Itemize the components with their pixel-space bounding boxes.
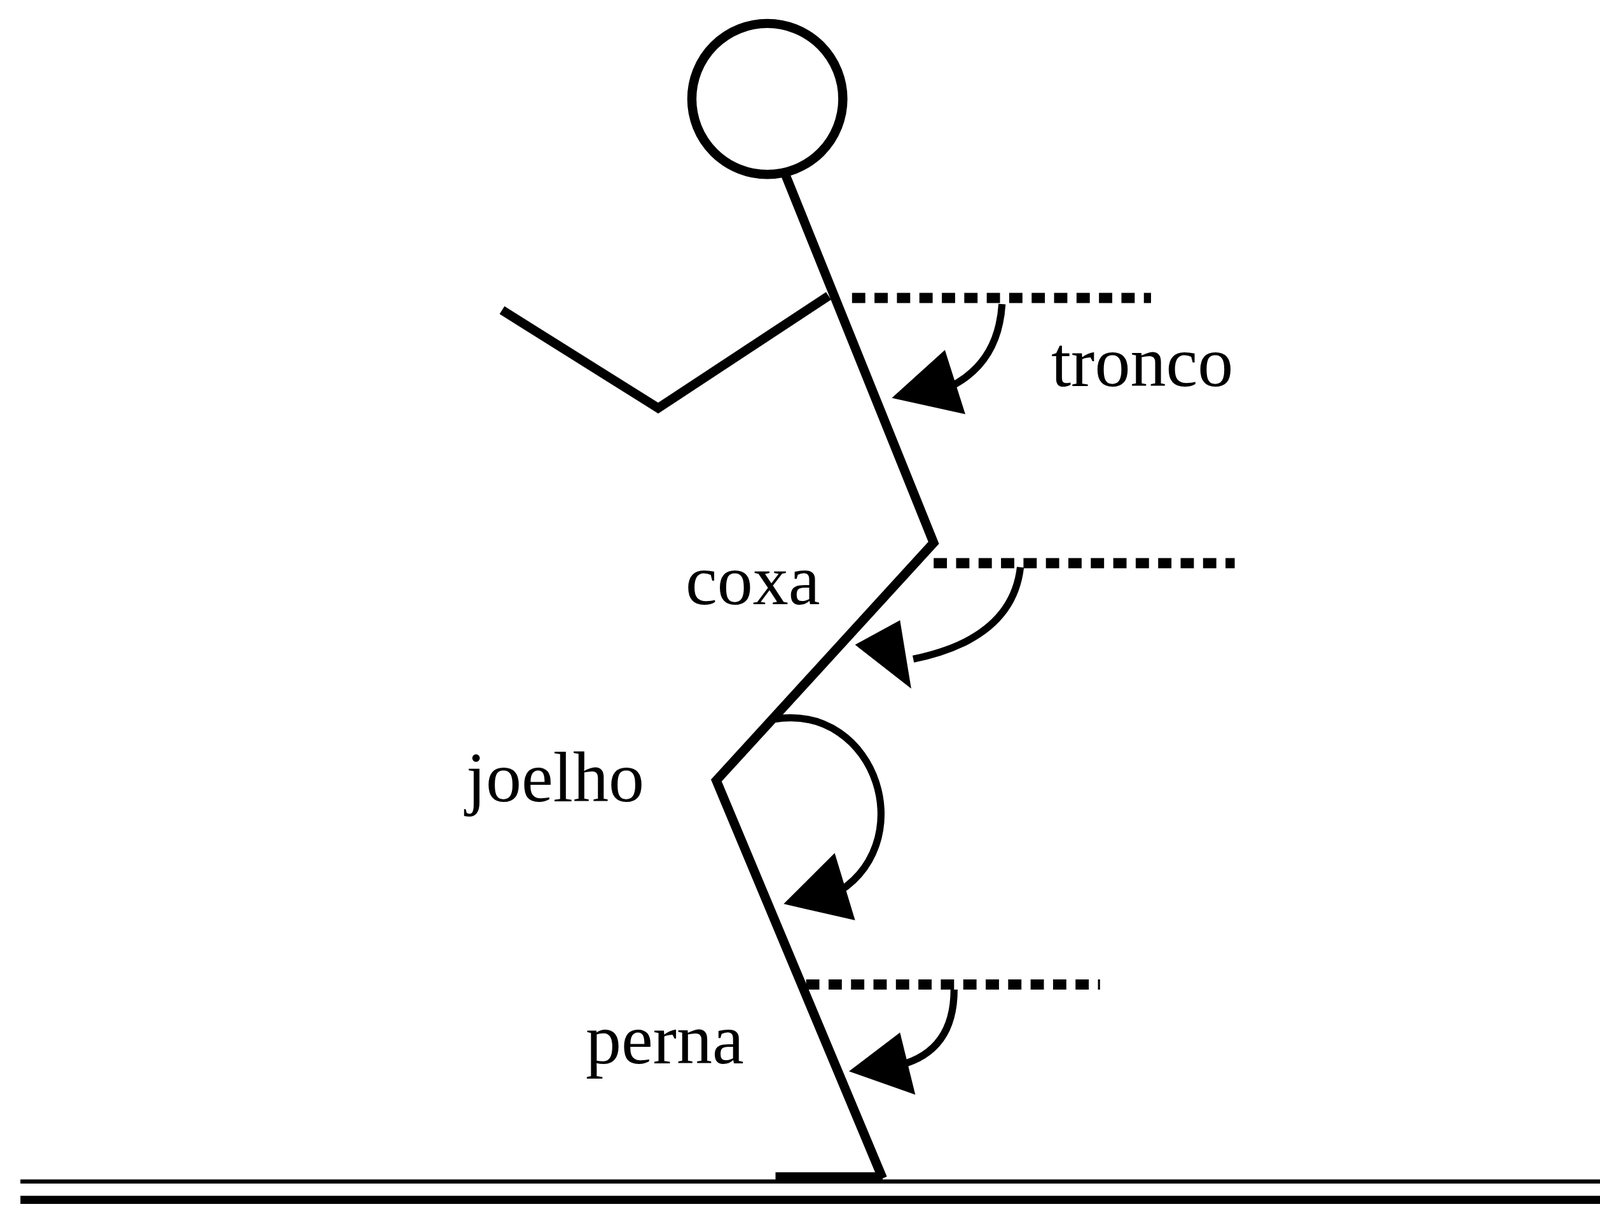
part-label: joelho (466, 741, 645, 813)
reference-dashed-line (933, 558, 1235, 569)
head (691, 23, 843, 175)
arrowhead (848, 1032, 916, 1095)
ground-line (20, 1179, 1600, 1183)
part-label: tronco (1051, 326, 1234, 398)
angle-arc (913, 567, 1021, 659)
arrowhead (783, 852, 855, 921)
foot-line (775, 1172, 883, 1181)
arrowhead (891, 349, 966, 414)
part-label: coxa (685, 544, 820, 616)
arrowhead (855, 620, 912, 689)
body-line (716, 175, 934, 1179)
angle-arc (899, 989, 954, 1066)
ground-line (20, 1195, 1600, 1204)
reference-dashed-line (852, 292, 1152, 303)
part-label: perna (585, 1003, 745, 1075)
arm-line (501, 295, 828, 408)
reference-dashed-line (806, 979, 1101, 990)
